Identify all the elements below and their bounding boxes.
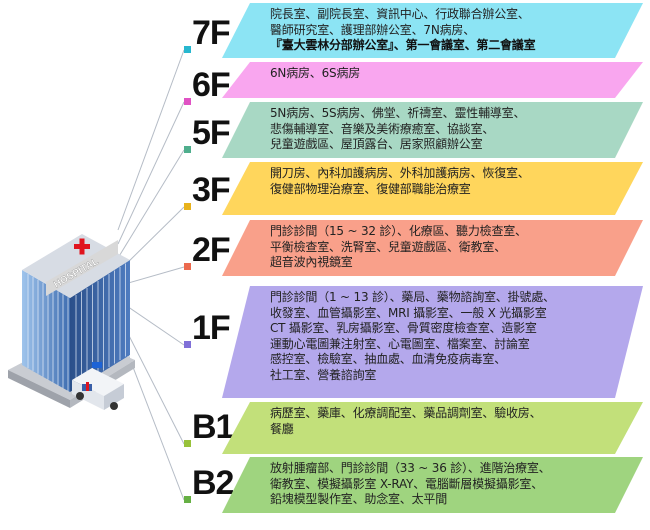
room-line: 社工室、營養諮詢室 [270, 367, 377, 382]
room-line: CT 攝影室、乳房攝影室、骨質密度檢查室、造影室 [270, 321, 537, 335]
floor-marker-b1 [184, 440, 191, 447]
room-line: 餐廳 [270, 421, 294, 436]
floor-panel-3f: 開刀房、內科加護病房、外科加護病房、恢復室、復健部物理治療室、復健部職能治療室 [222, 162, 643, 215]
room-line: 開刀房、內科加護病房、外科加護病房、恢復室、 [270, 166, 530, 180]
floor-rooms-text: 院長室、副院長室、資訊中心、行政聯合辦公室、醫師研究室、護理部辦公室、7N病房、… [270, 7, 623, 54]
connector-line [117, 101, 185, 245]
room-line: 衛教室、模擬攝影室 X-RAY、電腦斷層模擬攝影室、 [270, 476, 544, 491]
floor-marker-7f [184, 46, 191, 53]
floor-rooms-text: 病歷室、藥庫、化療調配室、藥品調劑室、驗收房、餐廳 [270, 406, 623, 437]
floor-panel-b1: 病歷室、藥庫、化療調配室、藥品調劑室、驗收房、餐廳 [222, 402, 643, 454]
room-line: 門診診間（1 ~ 13 診）、藥局、藥物諮詢室、掛號處、 [270, 290, 555, 304]
floor-rooms-text: 6N病房、6S病房 [270, 66, 623, 82]
floor-rooms-text: 門診診間（1 ~ 13 診）、藥局、藥物諮詢室、掛號處、收發室、血管攝影室、MR… [270, 290, 623, 383]
floor-marker-5f [184, 146, 191, 153]
red-cross-icon [74, 238, 90, 255]
hospital-building-illustration: HOSPITAL [8, 234, 135, 410]
room-line: 兒童遊戲區、屋頂露台、居家照顧辦公室 [270, 137, 483, 151]
room-line: 復健部物理治療室、復健部職能治療室 [270, 181, 471, 196]
floor-marker-3f [184, 203, 191, 210]
floor-panel-2f: 門診診間（15 ~ 32 診）、化療區、聽力檢查室、平衡檢查室、洗腎室、兒童遊戲… [222, 220, 643, 276]
floor-label-5f: 5F [192, 114, 231, 152]
room-line: 收發室、血管攝影室、MRI 攝影室、一般 X 光攝影室 [270, 305, 547, 320]
floor-rooms-text: 門診診間（15 ~ 32 診）、化療區、聽力檢查室、平衡檢查室、洗腎室、兒童遊戲… [270, 224, 623, 271]
floor-marker-2f [184, 263, 191, 270]
floor-rooms-text: 5N病房、5S病房、佛堂、祈禱室、靈性輔導室、悲傷輔導室、音樂及美術療癒室、協談… [270, 106, 623, 153]
floor-label-1f: 1F [192, 309, 231, 347]
room-line: 病歷室、藥庫、化療調配室、藥品調劑室、驗收房、 [270, 406, 542, 420]
floor-label-b1: B1 [192, 408, 234, 446]
floor-rooms-text: 放射腫瘤部、門診診間（33 ~ 36 診）、進階治療室、衛教室、模擬攝影室 X-… [270, 461, 623, 508]
floor-label-b2: B2 [192, 464, 234, 502]
ambulance-icon [72, 362, 124, 410]
room-line: 平衡檢查室、洗腎室、兒童遊戲區、衛教室、 [270, 239, 507, 254]
room-line: 院長室、副院長室、資訊中心、行政聯合辦公室、 [270, 7, 530, 21]
room-line: 醫師研究室、護理部辦公室、7N病房、 [270, 22, 476, 37]
room-line-highlight: 『臺大雲林分部辦公室』、第一會議室、第二會議室 [270, 38, 536, 52]
floor-panel-1f: 門診診間（1 ~ 13 診）、藥局、藥物諮詢室、掛號處、收發室、血管攝影室、MR… [222, 286, 643, 398]
floor-panel-7f: 院長室、副院長室、資訊中心、行政聯合辦公室、醫師研究室、護理部辦公室、7N病房、… [222, 3, 643, 58]
floor-panel-5f: 5N病房、5S病房、佛堂、祈禱室、靈性輔導室、悲傷輔導室、音樂及美術療癒室、協談… [222, 102, 643, 158]
room-line: 門診診間（15 ~ 32 診）、化療區、聽力檢查室、 [270, 224, 527, 238]
room-line: 6N病房、6S病房 [270, 66, 361, 80]
connector-line [117, 49, 185, 231]
connector-line [117, 149, 185, 259]
floor-marker-b2 [184, 496, 191, 503]
room-line: 悲傷輔導室、音樂及美術療癒室、協談室、 [270, 121, 495, 136]
room-line: 超音波內視鏡室 [270, 255, 353, 269]
room-line: 感控室、檢驗室、抽血處、血清免疫病毒室、 [270, 352, 507, 366]
room-line: 放射腫瘤部、門診診間（33 ~ 36 診）、進階治療室、 [270, 461, 551, 475]
floor-marker-6f [184, 98, 191, 105]
room-line: 5N病房、5S病房、佛堂、祈禱室、靈性輔導室、 [270, 106, 526, 120]
floor-panel-b2: 放射腫瘤部、門診診間（33 ~ 36 診）、進階治療室、衛教室、模擬攝影室 X-… [222, 457, 643, 513]
floor-label-2f: 2F [192, 231, 231, 269]
floor-panel-6f: 6N病房、6S病房 [222, 62, 643, 98]
floor-rooms-text: 開刀房、內科加護病房、外科加護病房、恢復室、復健部物理治療室、復健部職能治療室 [270, 166, 623, 197]
connector-line [117, 327, 185, 501]
floor-marker-1f [184, 341, 191, 348]
room-line: 鉛塊模型製作室、助念室、太平間 [270, 492, 448, 506]
floor-label-3f: 3F [192, 171, 231, 209]
floor-label-7f: 7F [192, 14, 231, 52]
room-line: 運動心電圖兼注射室、心電圖室、檔案室、討論室 [270, 336, 530, 351]
